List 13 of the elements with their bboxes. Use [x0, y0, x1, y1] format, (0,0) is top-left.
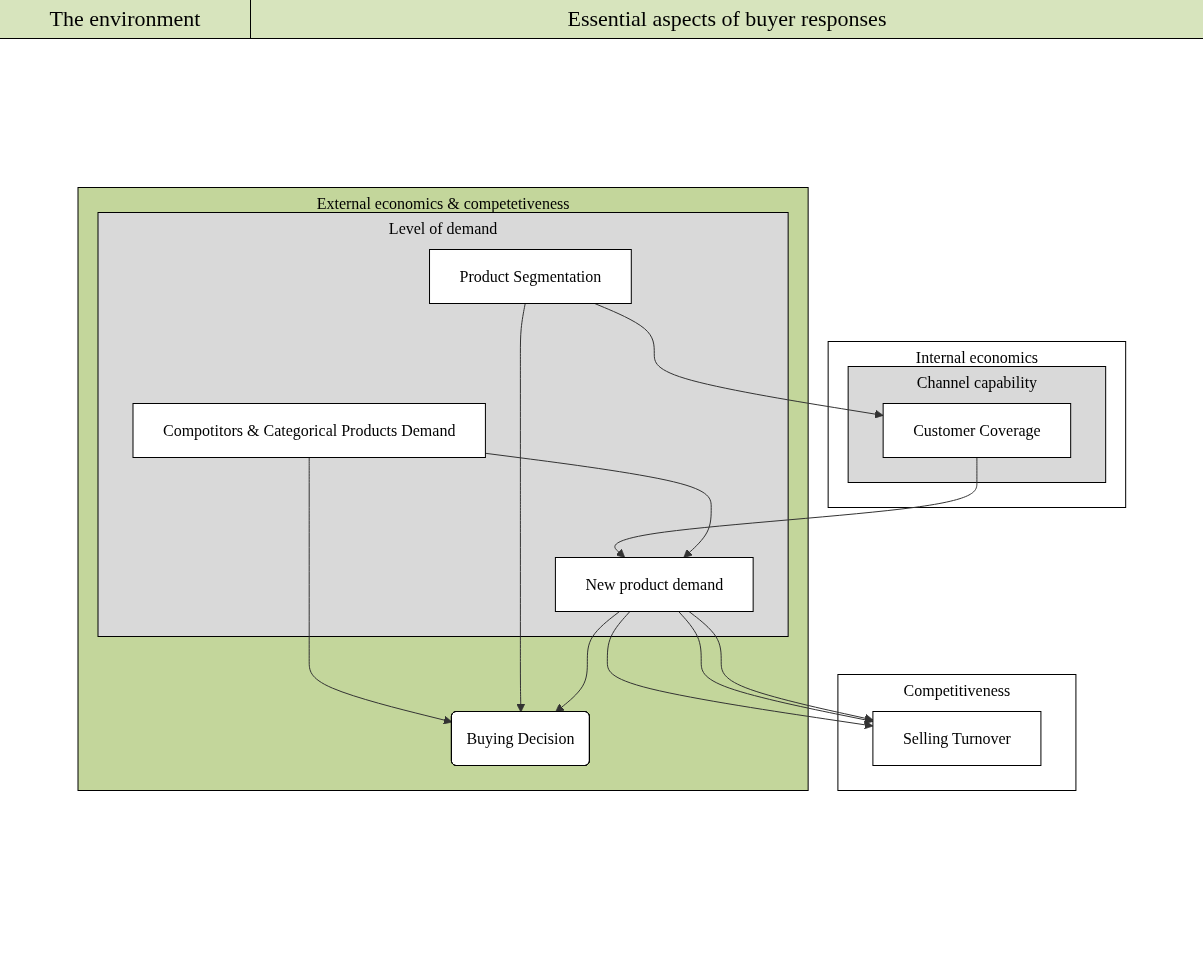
arrow — [606, 611, 873, 730]
arrow — [554, 611, 620, 713]
node-box: New product demand — [554, 557, 754, 612]
arrow — [614, 457, 978, 558]
node-box: Compotitors & Categorical Products Demand — [132, 403, 486, 458]
node-box: Product Segmentation — [428, 249, 632, 304]
column-header: Essential aspects of buyer responses — [566, 5, 888, 33]
arrow — [516, 303, 526, 713]
column-header: The environment — [0, 0, 251, 38]
node-box: Customer Coverage — [882, 403, 1071, 458]
arrow — [484, 452, 712, 558]
node-box: Selling Turnover — [872, 711, 1042, 766]
arrow — [308, 457, 452, 725]
